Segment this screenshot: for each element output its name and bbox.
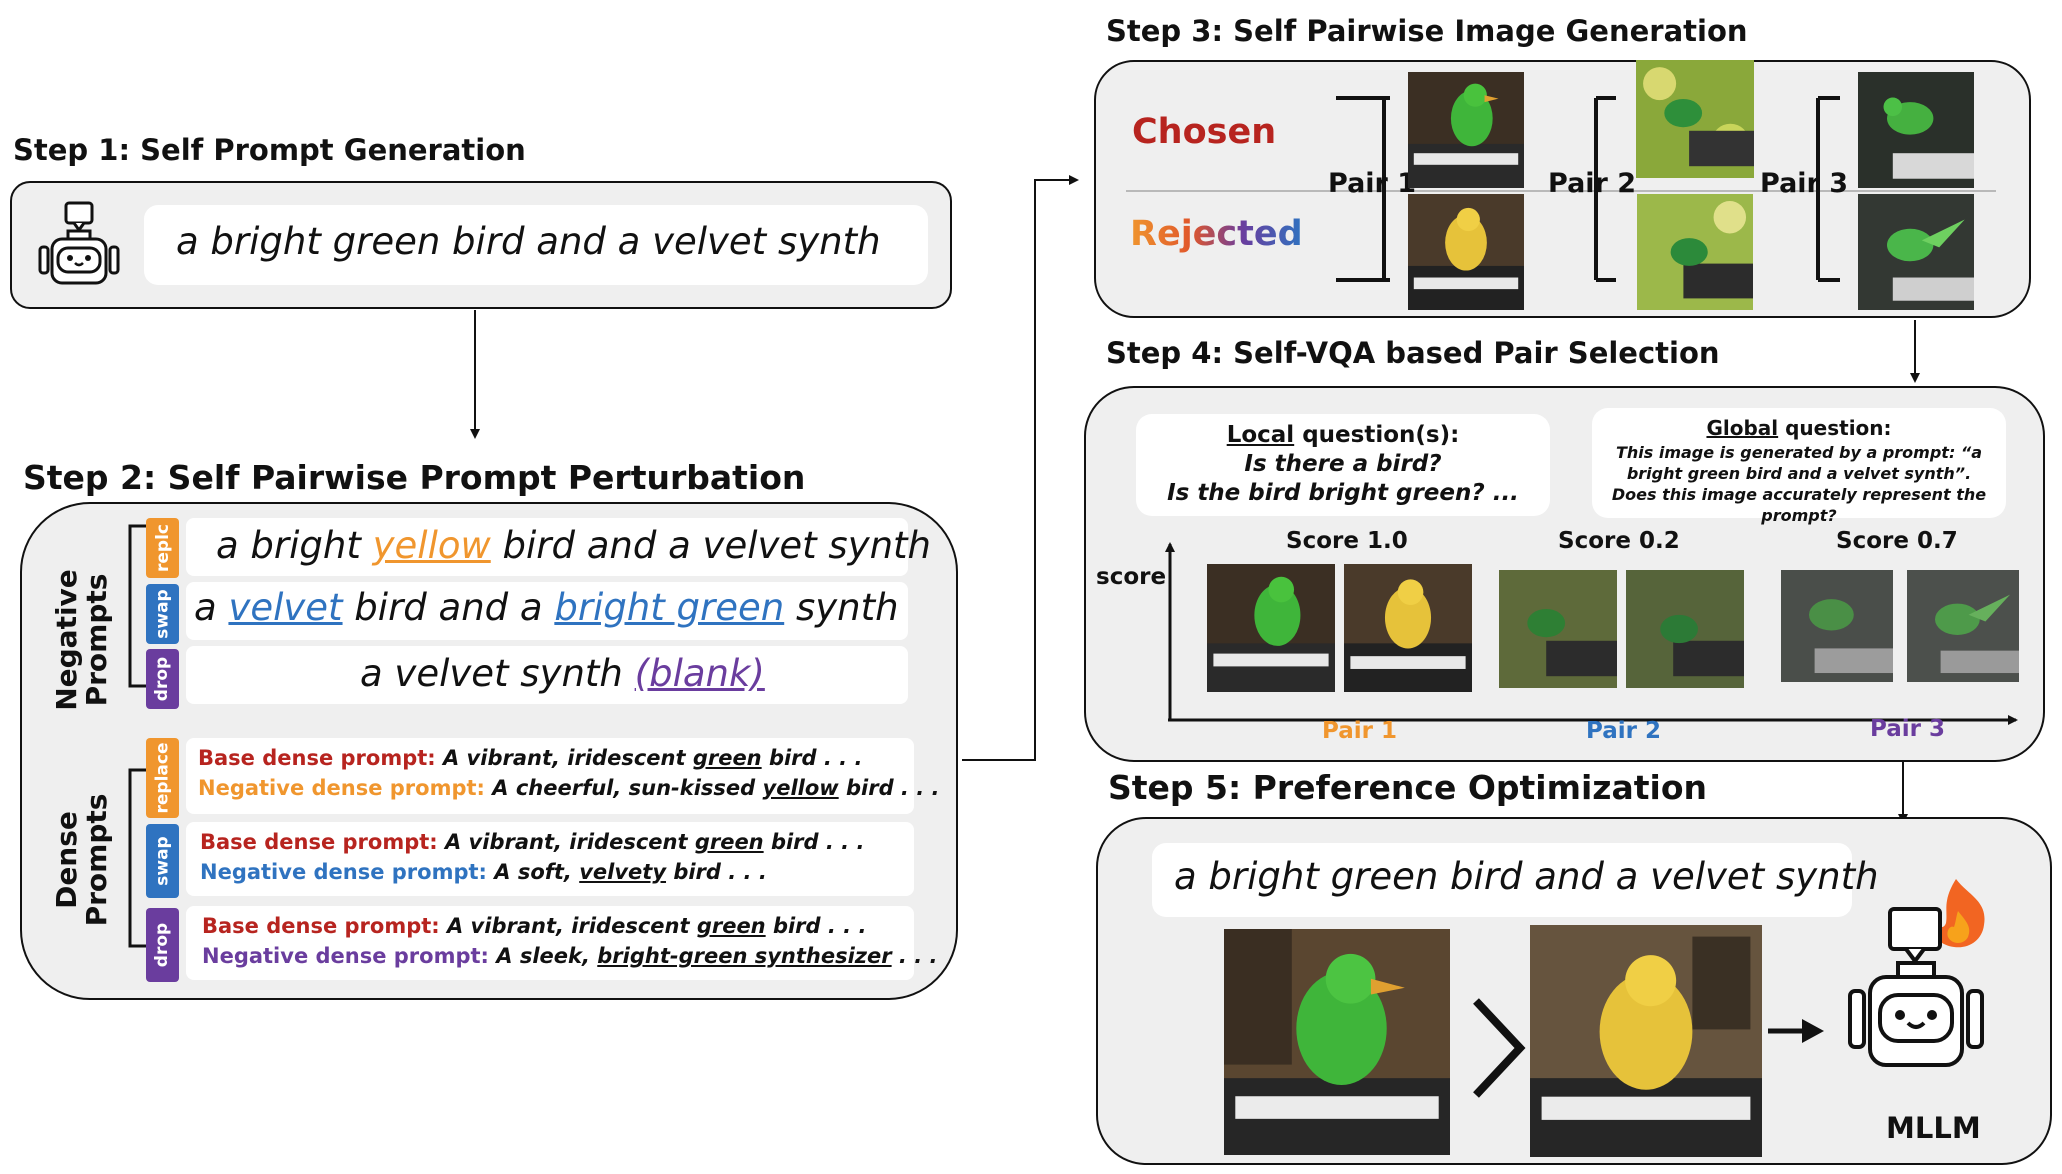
arrow-right-icon — [1766, 1011, 1826, 1051]
robot-icon — [34, 201, 124, 291]
step5-prompt-box: a bright green bird and a velvet synth — [1152, 843, 1879, 917]
step5-title: Step 5: Preference Optimization — [1108, 768, 1708, 807]
global-question-text: This image is generated by a prompt: “a … — [1611, 443, 1987, 525]
tag-swap-dense: swap — [146, 824, 179, 898]
step1-prompt-box: a bright green bird and a velvet synth — [144, 205, 928, 285]
pair1-image-a — [1206, 564, 1336, 692]
step2-panel: Negative Prompts Dense Prompts replc a b… — [20, 502, 958, 1000]
pair1-rejected-image — [1408, 194, 1524, 310]
score-label-2: Score 0.2 — [1558, 528, 1680, 554]
pair2-label: Pair 2 — [1548, 168, 1637, 199]
pair2-image-a — [1498, 570, 1618, 688]
step2-title: Step 2: Self Pairwise Prompt Perturbatio… — [23, 458, 806, 497]
step1-title: Step 1: Self Prompt Generation — [13, 133, 526, 167]
pair-brackets — [1336, 96, 1840, 282]
chosen-label: Chosen — [1132, 112, 1277, 152]
pair3-label: Pair 3 — [1760, 168, 1849, 199]
negative-prompt-swap: a velvet bird and a bright green synth — [186, 582, 908, 640]
score-axes — [1165, 542, 2018, 725]
rejected-image — [1530, 925, 1762, 1157]
local-question-1: Is there a bird? — [1244, 451, 1442, 477]
step3-title: Step 3: Self Pairwise Image Generation — [1106, 14, 1748, 48]
step5-panel: a bright green bird and a velvet synth — [1096, 817, 2052, 1165]
global-question-box: Global question: This image is generated… — [1592, 408, 2006, 525]
group-brackets — [128, 524, 148, 948]
local-question-2: Is the bird bright green? ... — [1167, 480, 1519, 506]
pair1-chosen-image — [1408, 72, 1524, 188]
step3-panel: Chosen Rejected Pair 1 Pair 2 Pair 3 — [1094, 60, 2031, 318]
greater-than-icon — [1468, 993, 1528, 1103]
step1-panel: a bright green bird and a velvet synth — [10, 181, 952, 309]
fire-icon — [1932, 879, 1985, 948]
pair3-image-b — [1904, 570, 2022, 682]
step4-panel: Local question(s): Is there a bird? Is t… — [1084, 386, 2045, 762]
pair2-axis-label: Pair 2 — [1586, 718, 1661, 744]
pair1-label: Pair 1 — [1328, 168, 1417, 199]
mllm-label: MLLM — [1886, 1111, 1981, 1145]
tag-drop: drop — [146, 649, 179, 709]
rejected-label: Rejected — [1130, 214, 1303, 254]
step4-title: Step 4: Self-VQA based Pair Selection — [1106, 336, 1720, 370]
pair2-rejected-image — [1636, 194, 1754, 310]
score-label-3: Score 0.7 — [1836, 528, 1958, 554]
tag-swap: swap — [146, 584, 179, 644]
tag-replace: replace — [146, 738, 179, 818]
pair3-image-a — [1778, 570, 1896, 682]
dense-prompt-drop: Base dense prompt: A vibrant, iridescent… — [186, 906, 938, 980]
score-label-1: Score 1.0 — [1286, 528, 1408, 554]
step1-prompt-text: a bright green bird and a velvet synth — [176, 220, 881, 263]
dense-prompt-swap: Base dense prompt: A vibrant, iridescent… — [186, 822, 914, 896]
score-axis-label: score — [1096, 564, 1167, 590]
preferred-image — [1224, 929, 1450, 1155]
pair1-image-b — [1344, 564, 1472, 692]
local-question-box: Local question(s): Is there a bird? Is t… — [1136, 414, 1550, 516]
pair1-axis-label: Pair 1 — [1322, 718, 1397, 744]
mllm-robot-icon — [1838, 875, 2008, 1105]
pair3-rejected-image — [1858, 194, 1974, 310]
pair3-chosen-image — [1858, 72, 1974, 188]
negative-prompt-replace: a bright yellow bird and a velvet synth — [186, 518, 931, 576]
dense-prompt-replace: Base dense prompt: A vibrant, iridescent… — [186, 738, 939, 814]
pair2-image-b — [1626, 570, 1744, 688]
tag-replc: replc — [146, 518, 179, 578]
pair2-chosen-image — [1636, 60, 1754, 178]
step5-prompt-text: a bright green bird and a velvet synth — [1174, 855, 1879, 898]
speech-bubble-icon — [1888, 907, 1942, 965]
negative-prompt-drop: a velvet synth (blank) — [186, 646, 908, 704]
chosen-rejected-divider — [1126, 190, 1996, 192]
tag-drop-dense: drop — [146, 908, 179, 982]
pair3-axis-label: Pair 3 — [1870, 716, 1945, 742]
